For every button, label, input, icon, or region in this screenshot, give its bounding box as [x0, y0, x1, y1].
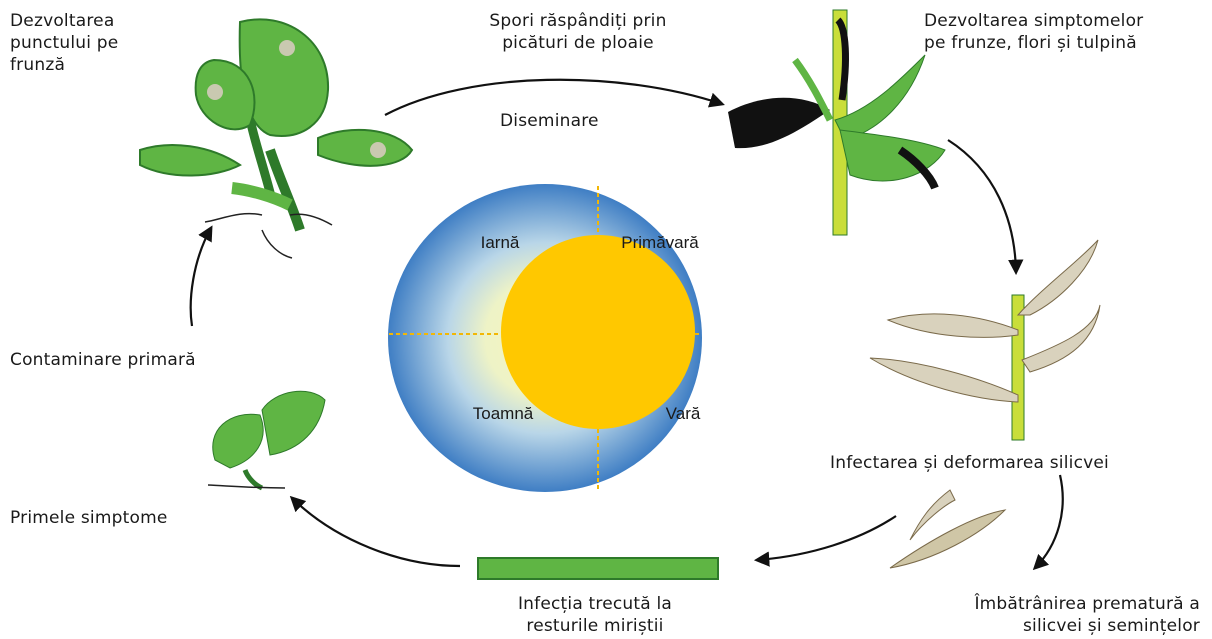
label-symptoms-development: Dezvoltarea simptomelor pe frunze, flori… — [924, 10, 1143, 54]
label-dissemination: Diseminare — [500, 110, 599, 132]
label-stubble-infection-line2: resturile miriștii — [480, 615, 710, 637]
season-autumn: Toamnă — [473, 404, 534, 423]
label-dot-development-line3: frunză — [10, 54, 118, 76]
aged-pods-illustration — [890, 490, 1005, 568]
label-dot-development: Dezvoltarea punctului pe frunză — [10, 10, 118, 76]
sun-icon — [501, 235, 695, 429]
label-dot-development-line2: punctului pe — [10, 32, 118, 54]
season-summer: Vară — [666, 404, 701, 423]
seedling-illustration — [208, 391, 325, 488]
label-stubble-infection-line1: Infecția trecută la — [480, 593, 710, 615]
label-dot-development-line1: Dezvoltarea — [10, 10, 118, 32]
arrow-to-premature-aging — [1035, 475, 1063, 568]
label-symptoms-development-line2: pe frunze, flori și tulpină — [924, 32, 1143, 54]
rosette-plant-illustration — [140, 19, 412, 258]
arrow-to-first-symptoms — [292, 498, 460, 566]
label-stubble-infection: Infecția trecută la resturile miriștii — [480, 593, 710, 637]
arrow-to-stubble — [757, 516, 896, 560]
arrow-primary-contamination — [191, 228, 211, 326]
stem-lesion-illustration — [728, 10, 945, 235]
season-spring: Primăvară — [621, 233, 699, 252]
label-premature-aging-line2: silicvei și semințelor — [890, 615, 1200, 637]
label-primary-contamination: Contaminare primară — [10, 349, 196, 371]
label-spores-line2: picături de ploaie — [458, 32, 698, 54]
label-premature-aging: Îmbătrânirea prematură a silicvei și sem… — [890, 593, 1200, 637]
stubble-illustration — [478, 558, 718, 579]
label-pod-infection: Infectarea și deformarea silicvei — [830, 452, 1109, 474]
pods-illustration — [870, 240, 1100, 440]
arrow-to-pod-infection — [948, 140, 1016, 272]
label-first-symptoms: Primele simptome — [10, 507, 168, 529]
label-spores: Spori răspândiți prin picături de ploaie — [458, 10, 698, 54]
label-spores-line1: Spori răspândiți prin — [458, 10, 698, 32]
season-disc: Iarnă Primăvară Toamnă Vară — [388, 184, 702, 492]
label-premature-aging-line1: Îmbătrânirea prematură a — [890, 593, 1200, 615]
season-winter: Iarnă — [481, 233, 520, 252]
label-symptoms-development-line1: Dezvoltarea simptomelor — [924, 10, 1143, 32]
